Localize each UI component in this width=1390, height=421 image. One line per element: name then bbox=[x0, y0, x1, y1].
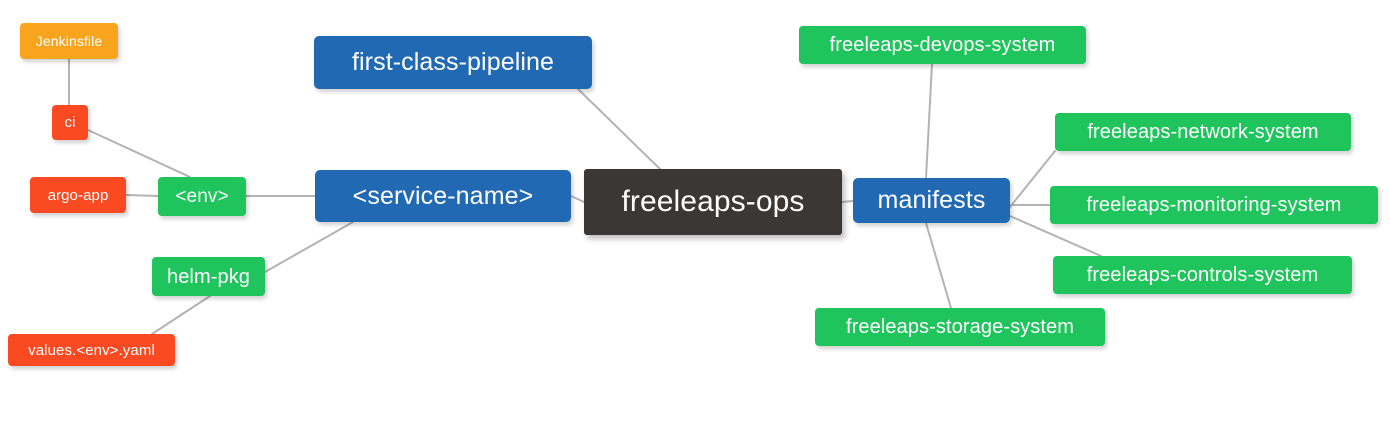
edge-env-to-argo bbox=[125, 194, 159, 197]
mindmap-node-network[interactable]: freeleaps-network-system bbox=[1055, 113, 1351, 151]
edge-root-to-manifests bbox=[841, 200, 854, 203]
node-label: manifests bbox=[877, 186, 986, 214]
node-label: freeleaps-monitoring-system bbox=[1086, 194, 1342, 216]
node-label: freeleaps-devops-system bbox=[829, 34, 1056, 56]
node-label: Jenkinsfile bbox=[35, 33, 103, 49]
mindmap-node-env[interactable]: <env> bbox=[158, 177, 246, 216]
node-label: ci bbox=[64, 114, 76, 131]
mindmap-node-ci[interactable]: ci bbox=[52, 105, 88, 140]
edge-manifests-to-network bbox=[1009, 150, 1056, 208]
mindmap-node-root[interactable]: freeleaps-ops bbox=[584, 169, 842, 235]
edge-manifests-to-devops bbox=[925, 63, 933, 179]
mindmap-node-pipeline[interactable]: first-class-pipeline bbox=[314, 36, 592, 89]
mindmap-node-values[interactable]: values.<env>.yaml bbox=[8, 334, 175, 366]
edge-root-to-service bbox=[570, 195, 585, 203]
node-label: <env> bbox=[175, 186, 229, 207]
node-label: freeleaps-storage-system bbox=[845, 316, 1075, 338]
node-label: values.<env>.yaml bbox=[28, 341, 155, 359]
node-label: freeleaps-ops bbox=[621, 185, 805, 218]
node-label: <service-name> bbox=[352, 181, 534, 210]
node-label: freeleaps-controls-system bbox=[1086, 264, 1319, 286]
edge-root-to-pipeline bbox=[577, 88, 661, 170]
mindmap-node-helm[interactable]: helm-pkg bbox=[152, 257, 265, 296]
node-label: freeleaps-network-system bbox=[1087, 121, 1319, 143]
mindmap-node-jenkinsfile[interactable]: Jenkinsfile bbox=[20, 23, 118, 59]
mindmap-node-manifests[interactable]: manifests bbox=[853, 178, 1010, 223]
node-label: argo-app bbox=[47, 186, 109, 204]
node-label: first-class-pipeline bbox=[351, 48, 555, 76]
mindmap-node-storage[interactable]: freeleaps-storage-system bbox=[815, 308, 1105, 346]
node-label: helm-pkg bbox=[166, 265, 251, 288]
mindmap-node-argo[interactable]: argo-app bbox=[30, 177, 126, 213]
edge-helm-to-values bbox=[151, 295, 211, 335]
mindmap-node-devops[interactable]: freeleaps-devops-system bbox=[799, 26, 1086, 64]
edge-manifests-to-storage bbox=[925, 222, 952, 309]
mindmap-node-monitoring[interactable]: freeleaps-monitoring-system bbox=[1050, 186, 1378, 224]
mindmap-node-service[interactable]: <service-name> bbox=[315, 170, 571, 222]
edge-env-to-ci bbox=[87, 129, 191, 178]
mindmap-node-controls[interactable]: freeleaps-controls-system bbox=[1053, 256, 1352, 294]
edge-service-to-helm bbox=[264, 221, 354, 273]
